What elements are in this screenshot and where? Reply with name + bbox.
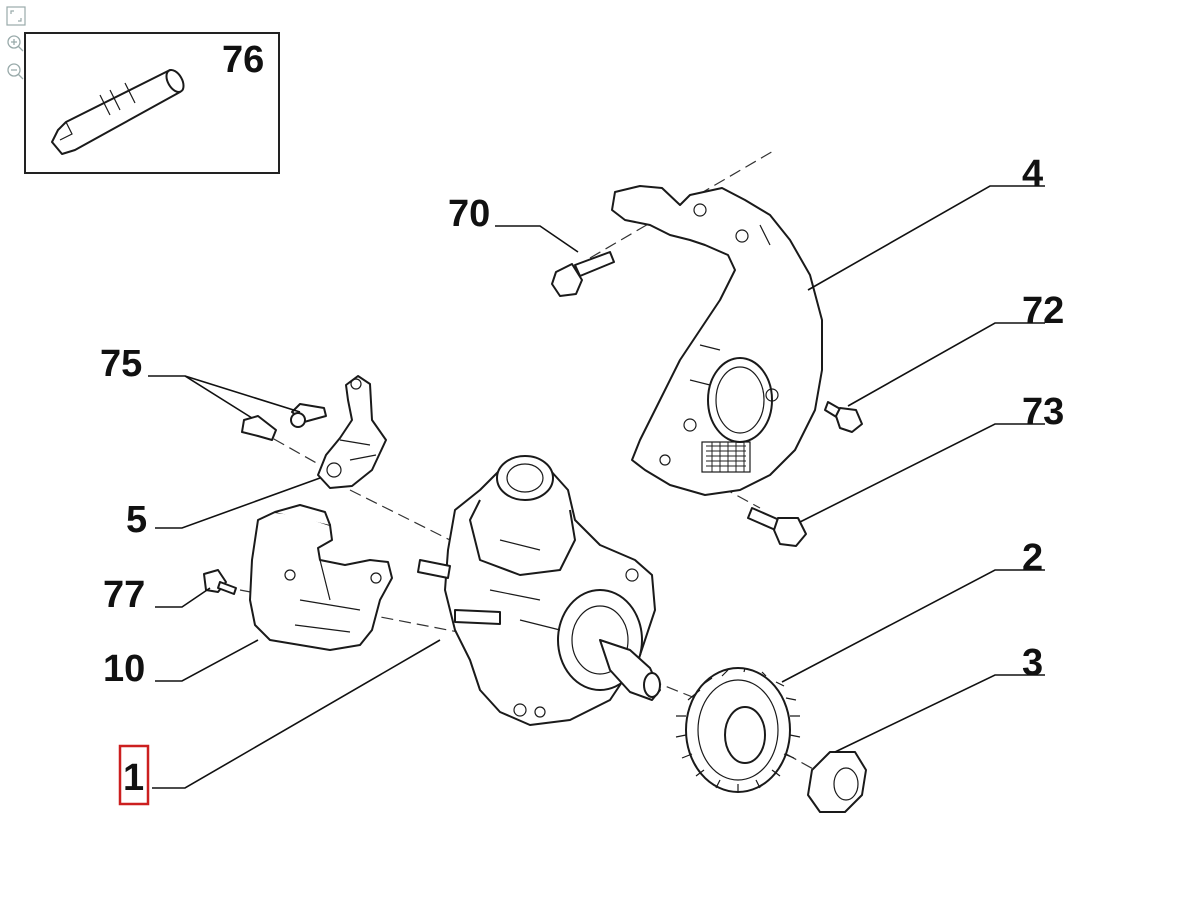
part-73-bolt[interactable]	[747, 507, 807, 547]
inset-part-76[interactable]	[24, 32, 280, 174]
part-77-screw[interactable]	[203, 569, 237, 595]
fit-window-button[interactable]	[5, 5, 27, 27]
selected-callout-highlight	[118, 744, 150, 806]
zoom-out-icon	[7, 63, 24, 80]
zoom-in-icon	[7, 35, 24, 52]
callout-1[interactable]: 1	[123, 757, 144, 799]
part-10-plate[interactable]	[249, 504, 393, 651]
part-2-gear[interactable]	[675, 667, 801, 793]
callout-5[interactable]: 5	[126, 499, 147, 541]
callout-3[interactable]: 3	[1022, 642, 1043, 684]
callout-73[interactable]: 73	[1022, 391, 1064, 433]
part-1-pump[interactable]	[417, 455, 661, 726]
expand-icon	[6, 6, 26, 26]
callout-75[interactable]: 75	[100, 343, 142, 385]
callout-76[interactable]: 76	[222, 39, 264, 81]
part-3-nut[interactable]	[807, 751, 867, 813]
leader-lines	[148, 185, 1045, 789]
callout-2[interactable]: 2	[1022, 537, 1043, 579]
callout-4[interactable]: 4	[1022, 153, 1043, 195]
part-72-bolt[interactable]	[824, 401, 863, 433]
zoom-out-button[interactable]	[4, 60, 26, 82]
callout-10[interactable]: 10	[103, 648, 145, 690]
callout-70[interactable]: 70	[448, 193, 490, 235]
callout-77[interactable]: 77	[103, 574, 145, 616]
part-4-housing[interactable]	[611, 185, 823, 496]
part-75-bolts[interactable]	[241, 403, 327, 441]
part-70-bolt[interactable]	[551, 251, 615, 297]
callout-72[interactable]: 72	[1022, 290, 1064, 332]
zoom-in-button[interactable]	[4, 32, 26, 54]
part-5-bracket[interactable]	[317, 375, 387, 489]
housing-grille	[701, 441, 751, 473]
pin-drawing	[51, 69, 185, 155]
